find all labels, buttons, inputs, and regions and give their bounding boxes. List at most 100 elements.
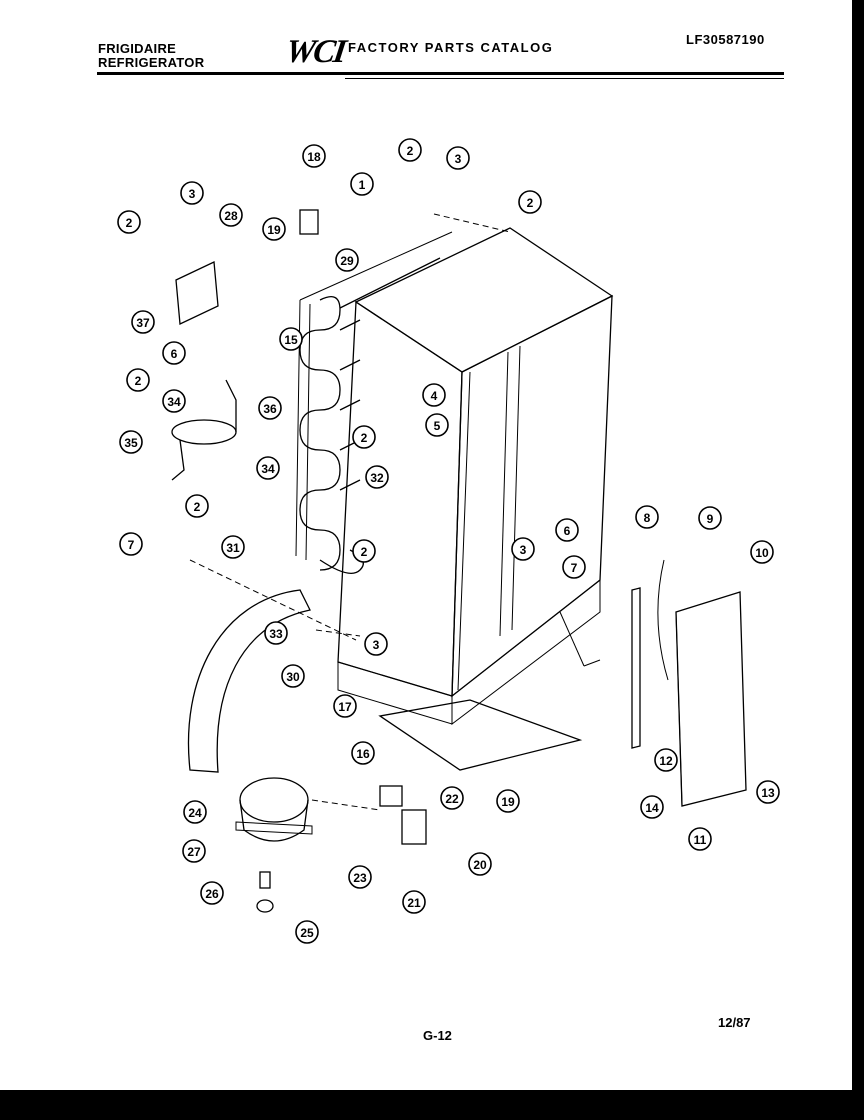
callout-label: 12 <box>659 754 673 768</box>
callout-21: 21 <box>402 890 426 914</box>
callout-label: 35 <box>124 436 138 450</box>
compressor <box>235 777 381 842</box>
callout-2: 2 <box>352 539 376 563</box>
callout-19: 19 <box>262 217 286 241</box>
callout-label: 3 <box>373 638 380 652</box>
callout-19: 19 <box>496 789 520 813</box>
callout-label: 18 <box>307 150 321 164</box>
callout-label: 36 <box>263 402 277 416</box>
callout-label: 24 <box>188 806 202 820</box>
callout-label: 2 <box>361 431 368 445</box>
callout-34: 34 <box>162 389 186 413</box>
callout-label: 7 <box>571 561 578 575</box>
condenser-coil <box>295 231 453 574</box>
callout-2: 2 <box>518 190 542 214</box>
callout-9: 9 <box>698 506 722 530</box>
callout-label: 1 <box>359 178 366 192</box>
callout-label: 22 <box>445 792 459 806</box>
header-rule <box>97 72 784 75</box>
callout-35: 35 <box>119 430 143 454</box>
relay-bracket <box>175 261 219 325</box>
callout-28: 28 <box>219 203 243 227</box>
callout-label: 30 <box>286 670 300 684</box>
callout-4: 4 <box>422 383 446 407</box>
callout-7: 7 <box>119 532 143 556</box>
relay <box>401 809 427 845</box>
callout-3: 3 <box>511 537 535 561</box>
callout-label: 26 <box>205 887 219 901</box>
catalog-title: FACTORY PARTS CATALOG <box>348 40 554 55</box>
callout-17: 17 <box>333 694 357 718</box>
brand-name: FRIGIDAIRE <box>98 41 177 56</box>
callout-label: 37 <box>136 316 150 330</box>
callout-3: 3 <box>180 181 204 205</box>
callout-1: 1 <box>350 172 374 196</box>
callout-32: 32 <box>365 465 389 489</box>
callout-label: 14 <box>645 801 659 815</box>
callout-label: 34 <box>261 462 275 476</box>
callout-label: 17 <box>338 700 352 714</box>
callout-label: 2 <box>527 196 534 210</box>
callout-2: 2 <box>126 368 150 392</box>
callout-label: 7 <box>128 538 135 552</box>
callout-2: 2 <box>117 210 141 234</box>
callout-24: 24 <box>183 800 207 824</box>
callout-label: 27 <box>187 845 201 859</box>
callout-14: 14 <box>640 795 664 819</box>
callout-11: 11 <box>688 827 712 851</box>
callout-label: 16 <box>356 747 370 761</box>
product-type: REFRIGERATOR <box>98 55 205 70</box>
callout-15: 15 <box>279 327 303 351</box>
callout-label: 8 <box>644 511 651 525</box>
callout-7: 7 <box>562 555 586 579</box>
grommet <box>259 871 271 889</box>
callout-label: 15 <box>284 333 298 347</box>
revision-date: 12/87 <box>718 1015 751 1030</box>
callout-label: 19 <box>267 223 281 237</box>
callout-label: 31 <box>226 541 240 555</box>
callout-13: 13 <box>756 780 780 804</box>
callout-33: 33 <box>264 621 288 645</box>
callout-label: 21 <box>407 896 421 910</box>
callout-label: 5 <box>434 419 441 433</box>
callout-label: 29 <box>340 254 354 268</box>
callout-23: 23 <box>348 865 372 889</box>
spacer <box>256 899 274 913</box>
callout-label: 2 <box>126 216 133 230</box>
drain-tube <box>187 589 311 773</box>
callout-34: 34 <box>256 456 280 480</box>
callout-label: 2 <box>361 545 368 559</box>
callout-label: 19 <box>501 795 515 809</box>
callout-18: 18 <box>302 144 326 168</box>
header-rule-secondary <box>345 78 784 79</box>
callout-29: 29 <box>335 248 359 272</box>
callout-label: 9 <box>707 512 714 526</box>
brand-block: FRIGIDAIRE REFRIGERATOR <box>98 42 204 70</box>
callout-label: 25 <box>300 926 314 940</box>
callout-label: 2 <box>135 374 142 388</box>
callout-label: 6 <box>171 347 178 361</box>
callout-6: 6 <box>162 341 186 365</box>
callout-label: 32 <box>370 471 384 485</box>
callout-label: 2 <box>407 144 414 158</box>
callout-22: 22 <box>440 786 464 810</box>
callout-27: 27 <box>182 839 206 863</box>
callout-label: 3 <box>455 152 462 166</box>
evaporator-panel <box>631 559 747 807</box>
callout-16: 16 <box>351 741 375 765</box>
callout-2: 2 <box>185 494 209 518</box>
callout-label: 3 <box>189 187 196 201</box>
overload <box>379 785 403 807</box>
callout-2: 2 <box>352 425 376 449</box>
callout-25: 25 <box>295 920 319 944</box>
callout-12: 12 <box>654 748 678 772</box>
callout-10: 10 <box>750 540 774 564</box>
callout-37: 37 <box>131 310 155 334</box>
base-pan <box>378 699 583 771</box>
model-number: LF30587190 <box>686 32 765 47</box>
callout-label: 11 <box>694 833 707 847</box>
callout-label: 6 <box>564 524 571 538</box>
callout-label: 3 <box>520 543 527 557</box>
capillary-coil <box>171 419 237 445</box>
